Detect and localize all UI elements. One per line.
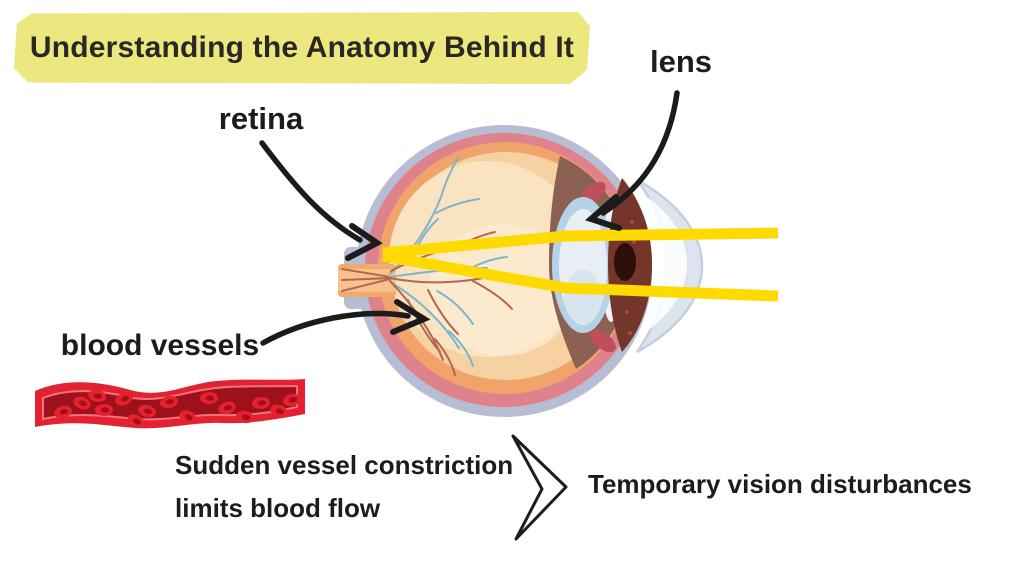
light-ray-bottom: [382, 250, 779, 302]
retina-label: retina: [218, 101, 304, 136]
blood-vessel-illustration: [35, 379, 305, 429]
optic-nerve-tube: [338, 264, 396, 297]
title-banner: Understanding the Anatomy Behind It: [14, 12, 590, 84]
cause-line-2: limits blood flow: [175, 493, 381, 523]
red-blood-cells: [54, 389, 301, 428]
page-title: Understanding the Anatomy Behind It: [29, 31, 575, 64]
light-ray-top: [382, 227, 779, 259]
lens-label: lens: [649, 44, 713, 79]
lens-arrow: [585, 90, 680, 231]
cause-text: Sudden vessel constriction limits blood …: [175, 444, 515, 530]
effect-text: Temporary vision disturbances: [588, 469, 972, 499]
label-arrows: [259, 90, 680, 346]
chevron-arrow-icon: [511, 434, 568, 541]
blood-vessels-label: blood vessels: [60, 329, 260, 362]
lens-shape: [552, 197, 614, 333]
cause-line-1: Sudden vessel constriction: [175, 450, 514, 480]
pupil: [614, 243, 636, 281]
light-rays: [382, 227, 779, 302]
iris: [608, 178, 652, 352]
retina-arrow: [259, 140, 383, 261]
blood-vessels-arrow: [260, 299, 431, 346]
